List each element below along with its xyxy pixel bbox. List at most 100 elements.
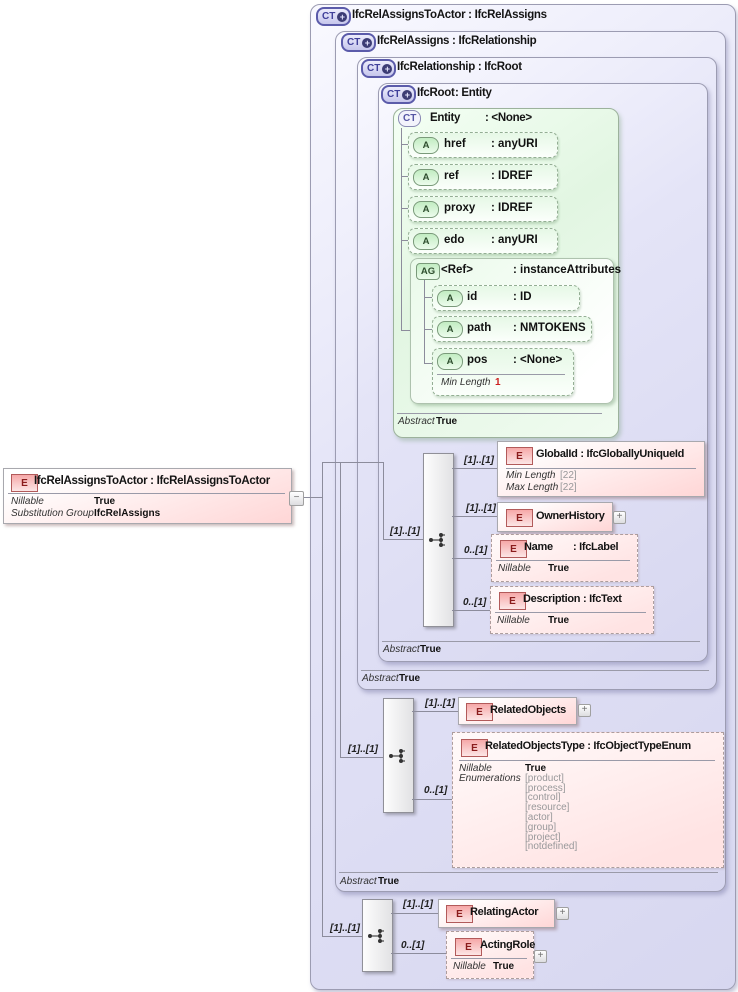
element-badge-icon: E xyxy=(461,739,488,757)
facet-separator xyxy=(496,560,630,561)
facet-separator xyxy=(451,958,527,959)
facet-name: Nillable xyxy=(11,496,44,507)
attribute-box-ref[interactable]: A ref : IDREF xyxy=(408,164,558,190)
element-badge-icon: E xyxy=(506,447,533,465)
facet-name: Max Length xyxy=(506,482,559,493)
connector-line xyxy=(391,913,438,914)
facet-separator xyxy=(382,641,700,642)
complextype-badge-icon[interactable]: CT+ xyxy=(361,59,397,78)
attribute-type: : anyURI xyxy=(491,234,538,246)
cardinality-label: [1]..[1] xyxy=(390,526,420,537)
sequence-indicator-3[interactable] xyxy=(362,899,393,972)
minlength-facet-name: Min Length xyxy=(441,377,491,388)
element-box-relatingactor[interactable]: E RelatingActor xyxy=(438,899,555,928)
attribute-badge-icon: A xyxy=(437,321,463,338)
cardinality-label: [1]..[1] xyxy=(425,698,455,709)
abstract-facet-name: Abstract xyxy=(340,876,377,887)
connector-line xyxy=(340,757,383,758)
connector-line xyxy=(401,208,408,209)
facet-separator xyxy=(339,872,718,873)
expand-plus-icon: + xyxy=(337,11,348,22)
connector-line xyxy=(412,799,452,800)
connector-line xyxy=(424,297,432,298)
attribute-name: pos xyxy=(467,354,488,366)
attribute-name: path xyxy=(467,322,492,334)
element-box-relatedobjectstype[interactable]: E RelatedObjectsType : IfcObjectTypeEnum… xyxy=(452,732,724,868)
connector-line xyxy=(391,953,446,954)
connector-line xyxy=(412,711,458,712)
cardinality-label: [1]..[1] xyxy=(330,923,360,934)
sequence-indicator-2[interactable] xyxy=(383,698,414,813)
attribute-group-badge-icon: AG xyxy=(416,263,440,280)
connector-line xyxy=(401,240,408,241)
expand-button[interactable]: + xyxy=(534,950,547,963)
attribute-box-href[interactable]: A href : anyURI xyxy=(408,132,558,158)
element-box-ifcrelassignstoactor[interactable]: E IfcRelAssignsToActor : IfcRelAssignsTo… xyxy=(3,468,292,524)
connector-line xyxy=(340,462,341,757)
facet-value: [22] xyxy=(560,470,577,481)
attribute-badge-icon: A xyxy=(413,169,439,186)
abstract-facet-name: Abstract xyxy=(362,673,399,684)
expand-button[interactable]: + xyxy=(578,704,591,717)
attribute-box-edo[interactable]: A edo : anyURI xyxy=(408,228,558,254)
complextype-badge-icon[interactable]: CT+ xyxy=(381,85,417,104)
ct-title-l1: IfcRelAssignsToActor : IfcRelAssigns xyxy=(352,9,547,21)
attribute-box-path[interactable]: A path : NMTOKENS xyxy=(432,316,592,342)
attribute-badge-icon: A xyxy=(413,233,439,250)
element-box-actingrole[interactable]: E ActingRole Nillable True xyxy=(446,931,536,979)
element-box-name[interactable]: E Name : IfcLabel Nillable True xyxy=(491,534,638,582)
expand-plus-icon: + xyxy=(402,89,413,100)
attribute-box-id[interactable]: A id : ID xyxy=(432,285,580,311)
minlength-facet-value: 1 xyxy=(495,377,501,388)
attribute-box-proxy[interactable]: A proxy : IDREF xyxy=(408,196,558,222)
connector-line xyxy=(401,144,408,145)
facet-value: True xyxy=(548,615,570,626)
facet-separator xyxy=(495,612,646,613)
attribute-badge-icon: A xyxy=(437,353,463,370)
abstract-facet-value: True xyxy=(436,416,458,427)
cardinality-label: 0..[1] xyxy=(424,785,448,796)
connector-line xyxy=(401,330,410,331)
facet-name: Nillable xyxy=(498,563,531,574)
facet-names-column: Nillable Enumerations xyxy=(459,763,521,784)
abstract-facet-name: Abstract xyxy=(398,416,435,427)
facet-separator xyxy=(8,493,285,494)
facet-separator xyxy=(437,374,565,375)
abstract-facet-value: True xyxy=(420,644,442,655)
sequence-icon xyxy=(388,748,405,763)
element-box-ownerhistory[interactable]: E OwnerHistory xyxy=(497,502,613,532)
expand-button[interactable]: + xyxy=(556,907,569,920)
facet-name: Nillable xyxy=(453,961,486,972)
attribute-badge-icon: A xyxy=(413,137,439,154)
element-box-relatedobjects[interactable]: E RelatedObjects xyxy=(458,697,577,725)
complextype-badge-icon[interactable]: CT+ xyxy=(341,33,377,52)
connector-line xyxy=(424,280,425,363)
cardinality-label: 0..[1] xyxy=(463,597,487,608)
facet-value: [22] xyxy=(560,482,577,493)
element-title: ActingRole xyxy=(480,939,536,951)
complextype-badge-icon[interactable]: CT+ xyxy=(316,7,352,26)
connector-line xyxy=(301,497,322,498)
element-type: : IfcLabel xyxy=(573,541,619,553)
element-box-description[interactable]: E Description : IfcText Nillable True xyxy=(490,586,654,634)
element-box-globalid[interactable]: E GlobalId : IfcGloballyUniqueId Min Len… xyxy=(497,441,705,497)
attribute-name: edo xyxy=(444,234,465,246)
expand-button[interactable]: + xyxy=(613,511,626,524)
sequence-indicator-1[interactable] xyxy=(423,453,454,627)
attribute-badge-icon: A xyxy=(413,201,439,218)
collapse-button[interactable]: − xyxy=(289,491,304,506)
attribute-box-pos[interactable]: A pos : <None> Min Length 1 xyxy=(432,348,574,396)
ct-title-l4-type: : Entity xyxy=(455,87,492,99)
connector-line xyxy=(424,329,432,330)
complextype-badge-icon[interactable]: CT xyxy=(398,110,422,127)
facet-value: True xyxy=(548,563,570,574)
connector-line xyxy=(452,468,497,469)
element-title: RelatedObjects xyxy=(490,704,566,716)
facet-name: Nillable xyxy=(497,615,530,626)
facet-name: Substitution Group xyxy=(11,508,94,519)
sequence-icon xyxy=(367,928,384,943)
facet-value: True xyxy=(493,961,515,972)
element-title: Description : IfcText xyxy=(523,593,622,605)
attribute-group-type: : instanceAttributes xyxy=(513,264,621,276)
